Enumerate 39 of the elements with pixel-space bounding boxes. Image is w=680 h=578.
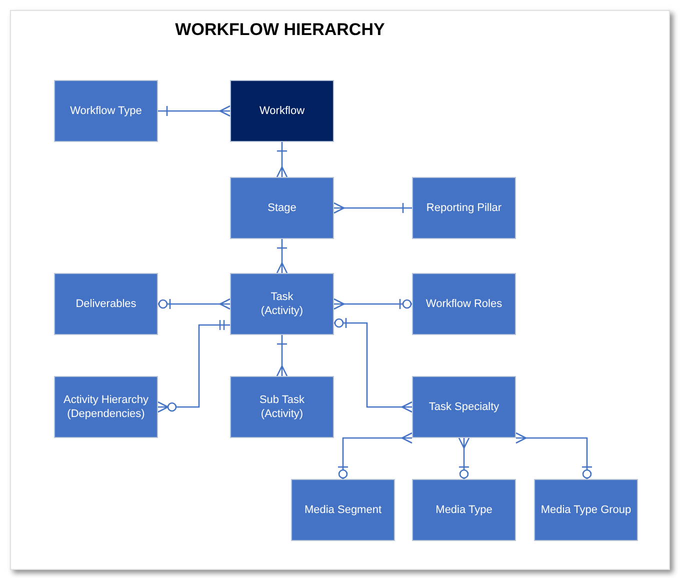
relationship-line xyxy=(276,142,288,178)
entity-box xyxy=(230,80,334,142)
entity-box xyxy=(412,273,516,335)
entity-box xyxy=(534,479,638,541)
relationship-line xyxy=(458,437,470,479)
entity-name: Reporting Pillar xyxy=(425,201,503,215)
relationship-line xyxy=(158,105,231,117)
relationship-line xyxy=(333,298,412,310)
relationship-line xyxy=(158,298,231,310)
entity-name: Workflow xyxy=(258,104,306,118)
entity-name: Stage xyxy=(266,201,298,215)
entity-name: Media Type Group xyxy=(540,503,632,517)
entity-name: Workflow Roles xyxy=(424,297,504,311)
entity-box xyxy=(291,479,395,541)
entity-box xyxy=(412,479,516,541)
entity-box xyxy=(54,273,158,335)
entity-name: Workflow Type xyxy=(69,104,143,118)
relationship-line xyxy=(334,317,413,413)
relationship-line xyxy=(276,335,288,377)
diagram-title: WORKFLOW HIERARCHY xyxy=(174,20,386,40)
entity-name: Media Segment xyxy=(303,503,383,517)
entity-name: Media Type xyxy=(434,503,494,517)
entity-name: Task (Activity) xyxy=(260,290,304,318)
relationship-line xyxy=(157,320,230,413)
entity-box xyxy=(412,376,516,438)
entity-name: Activity Hierarchy (Dependencies) xyxy=(62,393,150,421)
entity-box xyxy=(230,273,334,335)
entity-box xyxy=(230,177,334,239)
relationship-line xyxy=(333,202,412,214)
entity-name: Sub Task (Activity) xyxy=(258,393,306,421)
entity-name: Task Specialty xyxy=(428,400,500,414)
entity-box xyxy=(412,177,516,239)
entity-box xyxy=(230,376,334,438)
entity-box xyxy=(54,376,158,438)
entity-name: Deliverables xyxy=(74,297,138,311)
entity-box xyxy=(54,80,158,142)
relationship-line xyxy=(276,239,288,274)
relationship-line xyxy=(337,432,413,479)
relationship-line xyxy=(515,432,593,479)
